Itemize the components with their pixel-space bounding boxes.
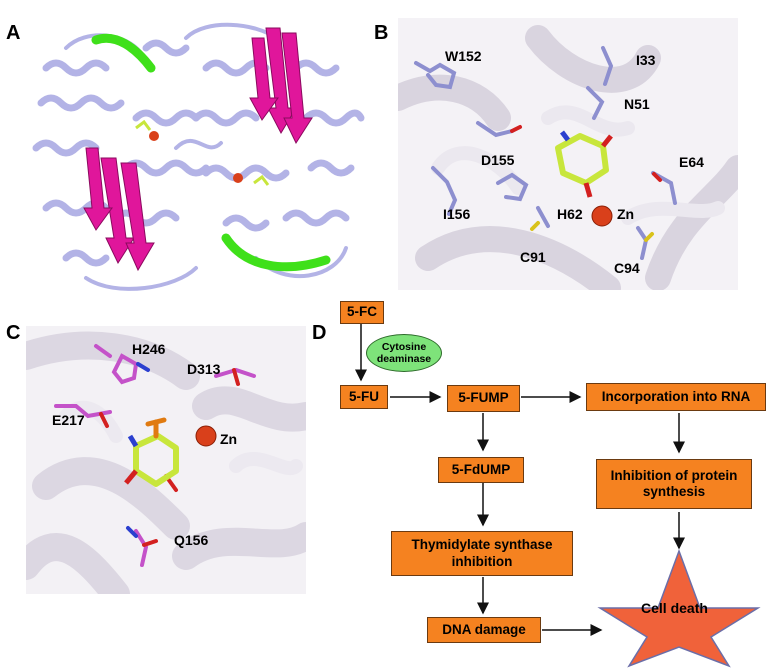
node-5fump: 5-FUMP	[447, 385, 520, 412]
node-cell-death-label: Cell death	[641, 600, 708, 616]
residue-label-d155: D155	[481, 152, 515, 168]
node-incorporation-rna: Incorporation into RNA	[586, 383, 766, 411]
residue-label-i33: I33	[636, 52, 656, 68]
residue-label-e64: E64	[679, 154, 704, 170]
residue-label-h246: H246	[132, 341, 166, 357]
zinc-atom-a2	[233, 173, 243, 183]
zinc-atom-a1	[149, 131, 159, 141]
panel-c-active-site	[26, 326, 306, 594]
node-5fu: 5-FU	[340, 385, 388, 409]
residue-label-i156: I156	[443, 206, 471, 222]
panel-letter-a: A	[6, 22, 21, 44]
panel-letter-c: C	[6, 322, 21, 344]
zinc-atom-c	[195, 425, 217, 447]
active-site-ribbons-c	[26, 331, 306, 594]
node-5fdump: 5-FdUMP	[438, 457, 524, 483]
panel-b-active-site	[398, 18, 738, 290]
node-protein-inhibition: Inhibition of protein synthesis	[596, 459, 752, 509]
ligand-b	[555, 133, 609, 186]
residue-label-zn-c: Zn	[220, 431, 238, 447]
node-cytosine-deaminase: Cytosine deaminase	[366, 334, 442, 372]
panel-letter-b: B	[374, 22, 389, 44]
residue-label-d313: D313	[187, 361, 221, 377]
residue-label-zn-b: Zn	[617, 206, 635, 222]
node-dna-damage: DNA damage	[427, 617, 541, 643]
residue-label-w152: W152	[445, 48, 482, 64]
node-5fc: 5-FC	[340, 301, 384, 324]
residue-label-h62: H62	[557, 206, 583, 222]
ligand-c	[133, 433, 179, 487]
zinc-atom-b	[591, 205, 613, 227]
panel-a-protein-structure	[26, 8, 371, 308]
residue-label-c94: C94	[614, 260, 640, 276]
residue-label-q156: Q156	[174, 532, 209, 548]
residue-label-e217: E217	[52, 412, 85, 428]
residue-label-n51: N51	[624, 96, 650, 112]
protein-dimer-cartoon	[32, 22, 365, 291]
residue-label-c91: C91	[520, 249, 546, 265]
active-site-ribbons-b	[398, 25, 738, 290]
panel-letter-d: D	[312, 322, 327, 344]
node-thymidylate-synthase: Thymidylate synthase inhibition	[391, 531, 573, 576]
